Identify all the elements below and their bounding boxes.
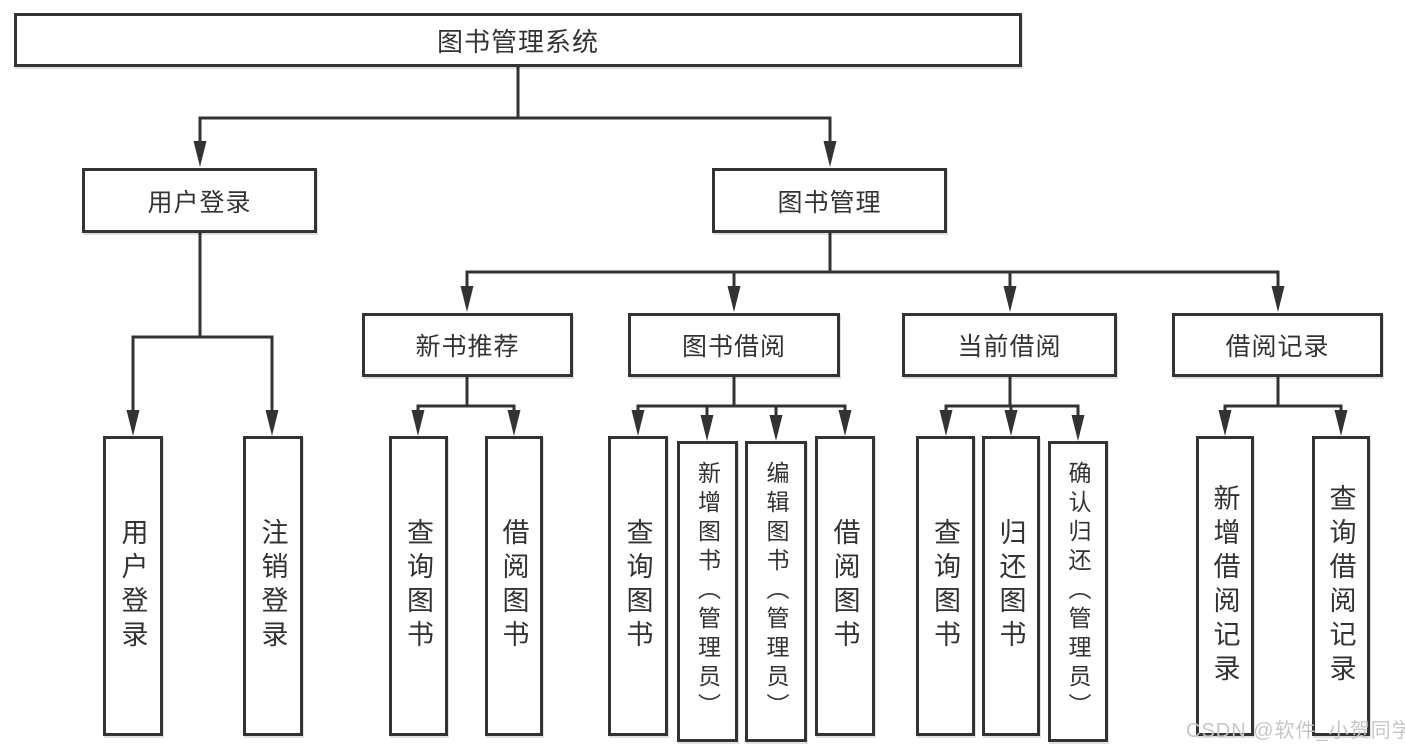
leaf-edit-books-admin: 编辑图书（管理员） xyxy=(745,441,807,742)
node-label: 当前借阅 xyxy=(957,333,1062,361)
node-label: 图书借阅 xyxy=(681,333,786,361)
leaf-query-books: 查询图书 xyxy=(608,436,668,736)
leaf-query-books: 查询图书 xyxy=(389,436,448,736)
leaf-label: 借阅图书 xyxy=(829,518,860,654)
node-label: 图书管理系统 xyxy=(436,26,599,57)
node-current-borrowing: 当前借阅 xyxy=(902,313,1117,377)
leaf-label: 新增图书（管理员） xyxy=(694,461,721,722)
node-book-borrowing: 图书借阅 xyxy=(628,313,840,377)
node-borrowing-records: 借阅记录 xyxy=(1172,313,1383,377)
leaf-confirm-return-admin: 确认归还（管理员） xyxy=(1048,441,1108,742)
leaf-query-borrow-record: 查询借阅记录 xyxy=(1312,436,1370,736)
leaf-query-books: 查询图书 xyxy=(916,436,975,736)
leaf-add-books-admin: 新增图书（管理员） xyxy=(677,441,738,742)
leaf-user-login: 用户登录 xyxy=(103,436,163,736)
node-label: 借阅记录 xyxy=(1225,333,1330,361)
leaf-label: 注销登录 xyxy=(257,518,288,654)
leaf-borrow-books: 借阅图书 xyxy=(485,436,543,736)
leaf-label: 用户登录 xyxy=(117,518,148,654)
leaf-label: 借阅图书 xyxy=(498,518,529,654)
leaf-return-books: 归还图书 xyxy=(982,436,1040,736)
leaf-label: 查询图书 xyxy=(622,518,653,654)
leaf-label: 查询借阅记录 xyxy=(1325,484,1356,688)
csdn-watermark: CSDN @软件_小贺同学 xyxy=(1186,720,1405,742)
node-user-login: 用户登录 xyxy=(82,168,317,233)
node-label: 用户登录 xyxy=(147,188,252,217)
leaf-label: 查询图书 xyxy=(403,518,433,654)
leaf-label: 新增借阅记录 xyxy=(1209,484,1240,688)
leaf-logout: 注销登录 xyxy=(243,436,303,736)
leaf-borrow-books: 借阅图书 xyxy=(815,436,875,736)
leaf-add-borrow-record: 新增借阅记录 xyxy=(1196,436,1254,736)
leaf-label: 查询图书 xyxy=(930,518,960,654)
node-library-management-system: 图书管理系统 xyxy=(14,13,1022,67)
node-new-book-recommendation: 新书推荐 xyxy=(362,313,573,377)
leaf-label: 编辑图书（管理员） xyxy=(763,461,789,722)
leaf-label: 确认归还（管理员） xyxy=(1065,461,1091,722)
node-label: 新书推荐 xyxy=(415,333,520,361)
leaf-label: 归还图书 xyxy=(995,518,1026,654)
node-label: 图书管理 xyxy=(777,188,882,217)
node-book-management: 图书管理 xyxy=(712,168,947,233)
